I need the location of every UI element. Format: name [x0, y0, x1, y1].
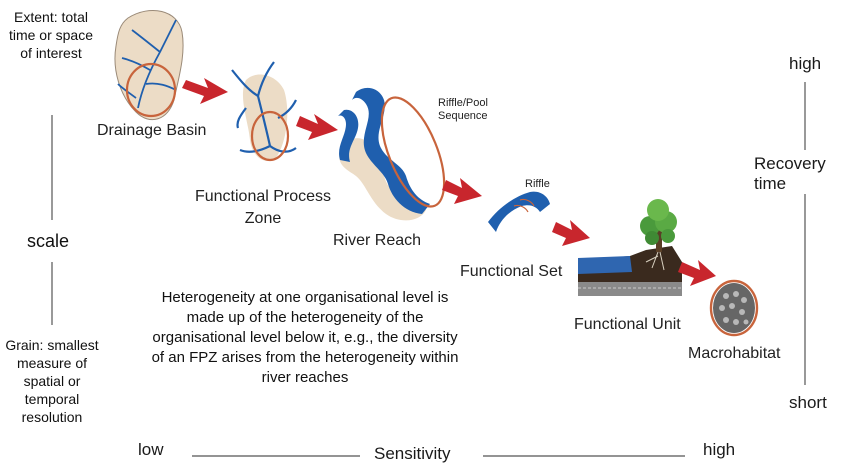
recovery-high-label: high — [789, 54, 822, 73]
functional-set-illustration — [488, 191, 550, 232]
sensitivity-high-label: high — [703, 440, 736, 459]
river-reach-illustration — [338, 87, 446, 221]
sensitivity-title: Sensitivity — [374, 444, 451, 463]
heterogeneity-description: Heterogeneity at one organisational leve… — [151, 289, 459, 386]
grain-label: Grain: smallest measure of spatial or te… — [5, 337, 99, 425]
stage-label-macrohabitat: Macrohabitat — [688, 345, 781, 362]
arrow-1 — [182, 78, 228, 104]
riffle-callout: Riffle — [525, 178, 550, 190]
scale-label: scale — [27, 231, 70, 251]
extent-label: Extent: total time or space of interest — [8, 9, 94, 61]
stage-label-functional-set: Functional Set — [460, 263, 563, 280]
drainage-basin-illustration — [114, 10, 184, 121]
arrow-5 — [678, 260, 716, 286]
stage-label-river-reach: River Reach — [333, 232, 422, 249]
functional-process-zone-illustration — [231, 61, 297, 162]
arrow-4 — [552, 220, 590, 246]
sensitivity-low-label: low — [138, 440, 164, 459]
stage-label-drainage-basin: Drainage Basin — [97, 122, 207, 139]
recovery-time-title: Recovery time — [752, 154, 858, 194]
recovery-short-label: short — [789, 393, 827, 412]
arrow-3 — [442, 178, 482, 204]
stage-label-functional-unit: Functional Unit — [574, 316, 681, 333]
arrow-2 — [296, 114, 338, 140]
macrohabitat-illustration — [709, 279, 759, 337]
functional-unit-illustration — [578, 199, 682, 296]
riffle-pool-callout: Riffle/Pool Sequence — [438, 97, 488, 122]
stage-label-functional-process-zone: Functional Process Zone — [194, 188, 332, 227]
